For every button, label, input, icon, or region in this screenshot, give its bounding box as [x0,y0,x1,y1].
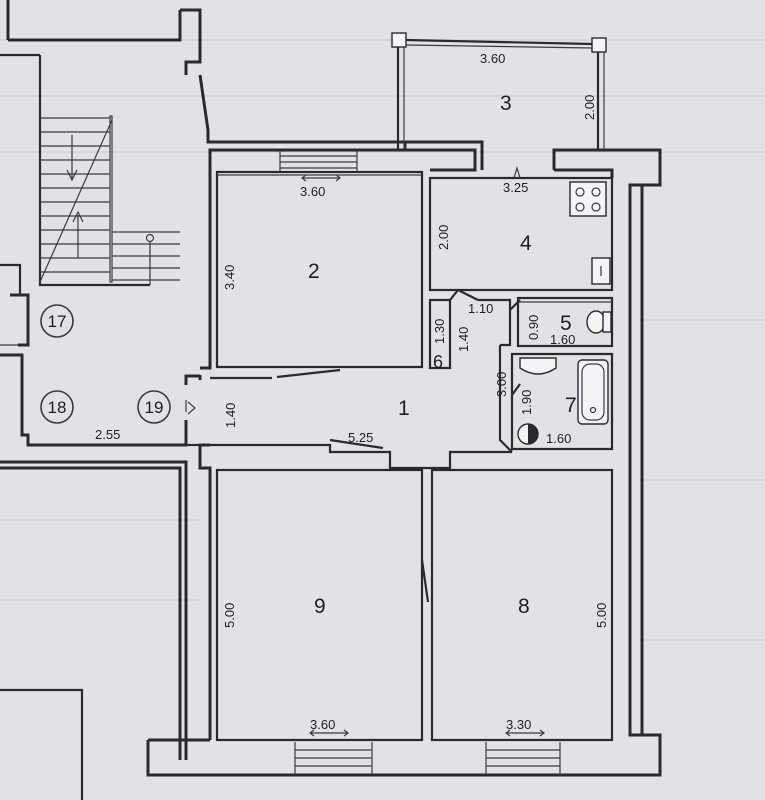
badge-18-label: 18 [48,398,67,417]
dim-balcony-depth: 2.00 [582,95,597,120]
dim-passage-width: 1.10 [468,301,493,316]
dim-room9-width: 3.60 [310,717,335,732]
window-room-9 [294,742,373,775]
room-4-walls [428,165,614,301]
room-1-walls [185,345,513,470]
room-6-label: 6 [433,352,443,372]
paper-ruling [0,39,765,641]
room-8-walls [430,468,614,775]
stair-treads [39,115,180,283]
room-9-label: 9 [314,595,326,618]
window-room-2 [279,150,358,172]
dim-bath-width: 1.60 [546,431,571,446]
stairwell [0,0,202,447]
room-6-walls [428,289,459,370]
neighbor-apartment [0,460,188,800]
room-7-walls [510,352,614,451]
handrail-post-icon [145,233,155,285]
dim-closet-width: 1.30 [432,319,447,344]
dim-bath-depth: 1.90 [519,390,534,415]
dim-hall-side: 3.00 [494,372,509,397]
stair-arrow-down-icon [66,135,78,182]
balcony [391,32,607,150]
bathtub-icon [577,359,609,425]
room-3-label: 3 [500,92,512,115]
room-8-label: 8 [518,595,530,618]
badge-17: 17 [40,304,74,338]
dim-room8-width: 3.30 [506,717,531,732]
dim-kitchen-width: 3.25 [503,180,528,195]
dim-balcony-width: 3.60 [480,51,505,66]
room-9-walls [215,468,430,775]
room-5-label: 5 [560,312,572,335]
window-room-8 [485,742,561,775]
dim-room2-width: 3.60 [300,184,325,199]
door-arrow-icon [513,165,521,179]
washbasin-icon [519,357,557,375]
room-2-label: 2 [308,260,320,283]
dim-room2-depth: 3.40 [222,265,237,290]
dim-kitchen-depth: 2.00 [436,225,451,250]
sink-icon [591,257,611,285]
room-5-walls [478,296,614,348]
dim-landing-width: 2.55 [95,427,120,442]
toilet-icon [586,310,612,334]
dim-hall-length: 5.25 [348,430,373,445]
dim-room8-depth: 5.00 [594,603,609,628]
badge-17-label: 17 [48,312,67,331]
dim-wc-width: 1.60 [550,332,575,347]
apartment-walls [146,74,662,777]
dim-wc-depth: 0.90 [526,315,541,340]
badge-18: 18 [40,390,74,424]
stove-icon [569,181,607,217]
entrance-arrow-icon [187,401,196,415]
stair-arrow-up-icon [72,210,84,258]
dim-room9-depth: 5.00 [222,603,237,628]
room-1-label: 1 [398,397,410,420]
room-4-label: 4 [520,232,532,255]
room-2-walls [215,150,424,379]
badge-19-label: 19 [145,398,164,417]
dim-hall-depth: 1.40 [223,403,238,428]
dimension-arrows [301,174,545,737]
water-heater-icon [517,423,539,445]
dim-passage-depth: 1.40 [456,327,471,352]
badge-19: 19 [137,390,171,424]
room-7-label: 7 [565,394,577,417]
